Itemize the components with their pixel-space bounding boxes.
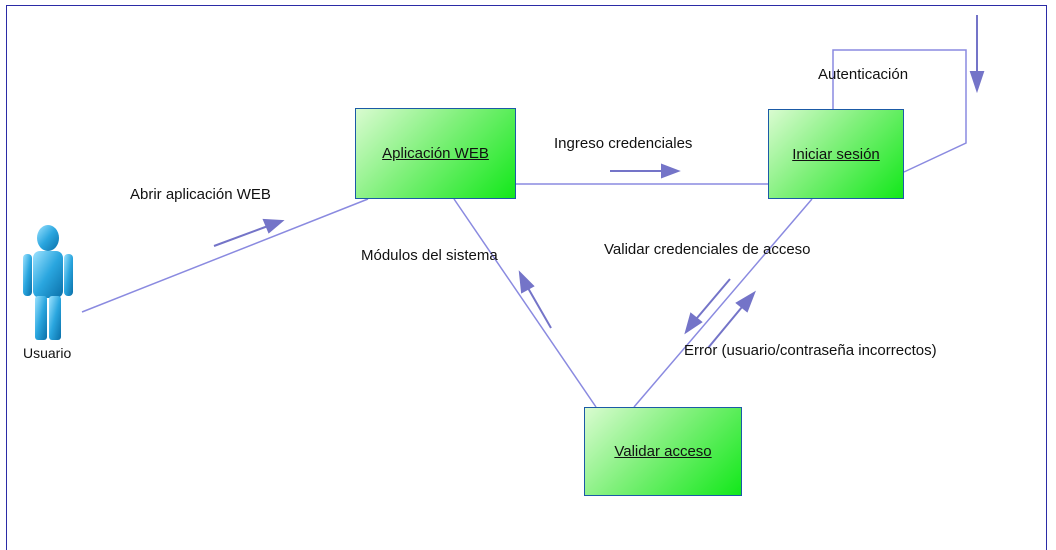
edge-login-validate <box>633 198 813 408</box>
edge-label-validate-credentials: Validar credenciales de acceso <box>604 241 811 258</box>
node-validate-access[interactable]: Validar acceso <box>584 407 742 496</box>
edge-label-modules: Módulos del sistema <box>361 247 498 264</box>
edge-login-self-loop <box>832 49 967 173</box>
user-icon <box>23 225 73 340</box>
edge-user-web <box>81 198 369 313</box>
edge-label-open-app: Abrir aplicación WEB <box>130 186 271 203</box>
node-login[interactable]: Iniciar sesión <box>768 109 904 199</box>
actor-label: Usuario <box>23 345 72 361</box>
edge-web-validate <box>453 198 597 408</box>
arrow-error <box>707 306 743 349</box>
edge-label-credentials: Ingreso credenciales <box>554 135 693 152</box>
node-web-application-label: Aplicación WEB <box>382 145 489 162</box>
diagram-frame <box>6 5 1047 550</box>
node-validate-access-label: Validar acceso <box>614 443 712 460</box>
edge-label-error: Error (usuario/contraseña incorrectos) <box>684 342 937 359</box>
node-web-application[interactable]: Aplicación WEB <box>355 108 516 199</box>
arrow-validate-credentials <box>696 278 731 319</box>
arrow-open-app <box>213 225 269 247</box>
node-login-label: Iniciar sesión <box>792 145 880 163</box>
edge-label-auth: Autenticación <box>818 66 909 83</box>
arrow-modules <box>527 287 552 329</box>
